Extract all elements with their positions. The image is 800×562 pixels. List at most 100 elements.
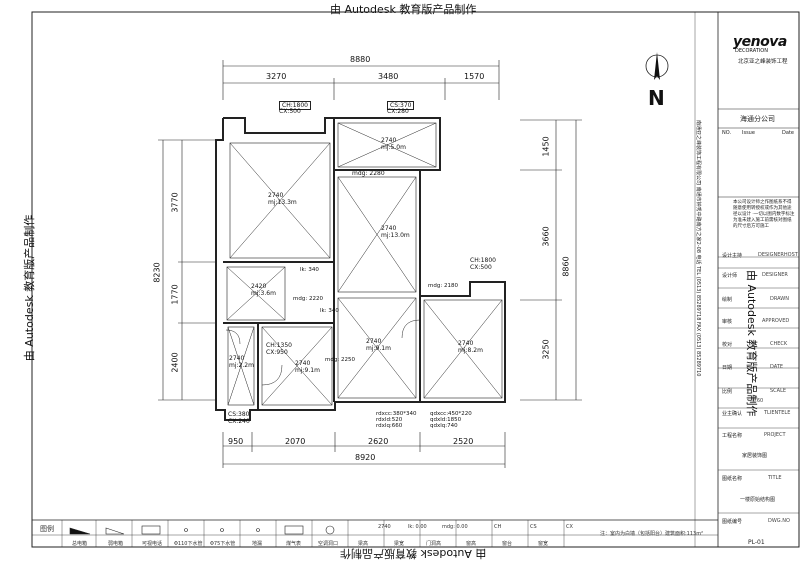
label-mdg2280: mdg: 2280 [352,170,385,177]
issue-no: NO. [722,130,732,136]
legend-item: Φ75下水管 [210,541,236,547]
dim-bottom-seg-2: 2070 [285,437,306,446]
legend-item: 门洞高 [426,541,442,547]
legend-item: Φ110下水管 [174,541,203,547]
label-ch1800b: CH:1800 [470,257,496,264]
titleblock-lines [718,256,799,514]
row-scale: 比例 [722,389,733,395]
label-cx500b: CX:500 [470,264,492,271]
room-diagonals [226,122,503,406]
row-title: 图纸名称 [722,476,743,482]
row-date-en: DATE [770,364,784,370]
legend-item: 窗高 [466,541,477,547]
north-arrow-icon [645,52,669,80]
top-dimensions [222,60,500,100]
row-approved: 审核 [722,319,733,325]
row-designer-host: 设计主持 [722,253,743,259]
row-scale-en: SCALE [770,388,787,394]
row-check-en: CHECK [770,341,788,347]
company-name: 北京亚之峰装饰工程 [738,59,788,65]
dim-left-total: 8230 [152,262,162,283]
dim-right-total: 8860 [561,256,571,277]
legend-sample: mdg: 0.00 [442,524,468,530]
label-cs370: CS:370 [387,101,415,110]
left-dimensions [158,139,215,401]
dim-top-total: 8880 [350,55,371,64]
legend-sample: CX [566,524,573,530]
dim-right-seg-3: 3250 [541,339,551,360]
legend-item: 总电箱 [72,541,88,547]
legend-item: 梁高 [358,541,369,547]
label-win-1: rdxcc:380*340 [376,411,417,417]
label-win-3: rdxlq:660 [376,423,403,429]
label-mdg2250: mdg: 2250 [325,357,355,363]
label-lk340a: lk: 340 [300,267,319,273]
legend-item: 空调洞口 [318,541,339,547]
row-designer-host-en: DESIGNERHOST [758,252,798,258]
label-cx280: CX:280 [387,108,409,115]
dim-right-seg-2: 3660 [541,226,551,247]
row-designer-en: DESIGNER [762,272,788,278]
row-approved-en: APPROVED [762,318,790,324]
bottom-dimensions [222,432,506,468]
row-project: 工程名称 [722,433,743,439]
dim-right-seg-1: 1450 [541,136,551,157]
label-win-2: rdxld:520 [376,417,403,423]
row-designer: 设计师 [722,273,738,279]
row-scale-value: 1:60 [752,398,764,404]
row-dwg: 图纸编号 [722,519,743,525]
legend-symbols [69,525,335,535]
dim-bottom-seg-4: 2520 [453,437,474,446]
label-win-5: qdxld:1850 [430,417,462,423]
dim-bottom-total: 8920 [355,453,376,462]
project-name: 家居装饰图 [742,453,768,459]
row-dwg-en: DWG.NO [768,518,790,524]
row-date: 日期 [722,365,733,371]
branch-name: 海通分公司 [740,115,775,123]
label-mdg2180: mdg: 2180 [428,283,458,289]
label-win-6: qdxlq:740 [430,423,458,429]
legend-item: 地漏 [252,541,263,547]
issue-date: Date [782,130,794,136]
legend-item: 可视电话 [142,541,163,547]
label-win-4: qdxcc:450*220 [430,411,472,417]
dim-bottom-seg-3: 2620 [368,437,389,446]
row-title-en: TITLE [768,475,782,481]
dim-top-seg-3: 1570 [464,72,485,81]
legend-item: 窗宽 [538,541,549,547]
right-dimensions [520,119,582,401]
company-address: 南通亚之峰装饰工程有限公司 南通市钟秀中路南方之家2-08 电话 TEL (05… [695,120,701,377]
issue-label: Issue [742,130,755,136]
brand-sub: DECORATION [735,48,768,54]
legend-sample: 2740 [378,524,391,530]
label-cs380: CS:380 [228,411,250,418]
drawing-frame [31,11,800,548]
legend-sample: lk: 0.00 [408,524,427,530]
legend-note: 注：室内为白墙（包括阳台）建筑面积:113m² [600,531,704,537]
label-cx240: CX:240 [228,418,250,425]
brand-logo: yenova [733,34,787,50]
legend-item: 梁宽 [394,541,405,547]
dim-left-seg-3: 2400 [170,352,180,373]
north-label: N [648,86,665,110]
label-lk340b: lk: 340 [320,308,339,314]
dwg-no: PL-01 [748,539,765,546]
label-mdg2220: mdg: 2220 [293,296,323,302]
label-cx950: CX:950 [266,349,288,356]
walls [215,117,506,421]
notice-text: 本公司设计师之作图纸系不得随意使用转授权或作为其他途径以设计 ·一切以图内数字标… [733,200,795,229]
row-drawn: 绘制 [722,297,733,303]
dim-top-seg-1: 3270 [266,72,287,81]
legend-item: 煤气表 [286,541,302,547]
label-cx500a: CX:500 [279,108,301,115]
label-ch1350: CH:1350 [266,342,292,349]
row-project-en: PROJECT [764,432,786,438]
